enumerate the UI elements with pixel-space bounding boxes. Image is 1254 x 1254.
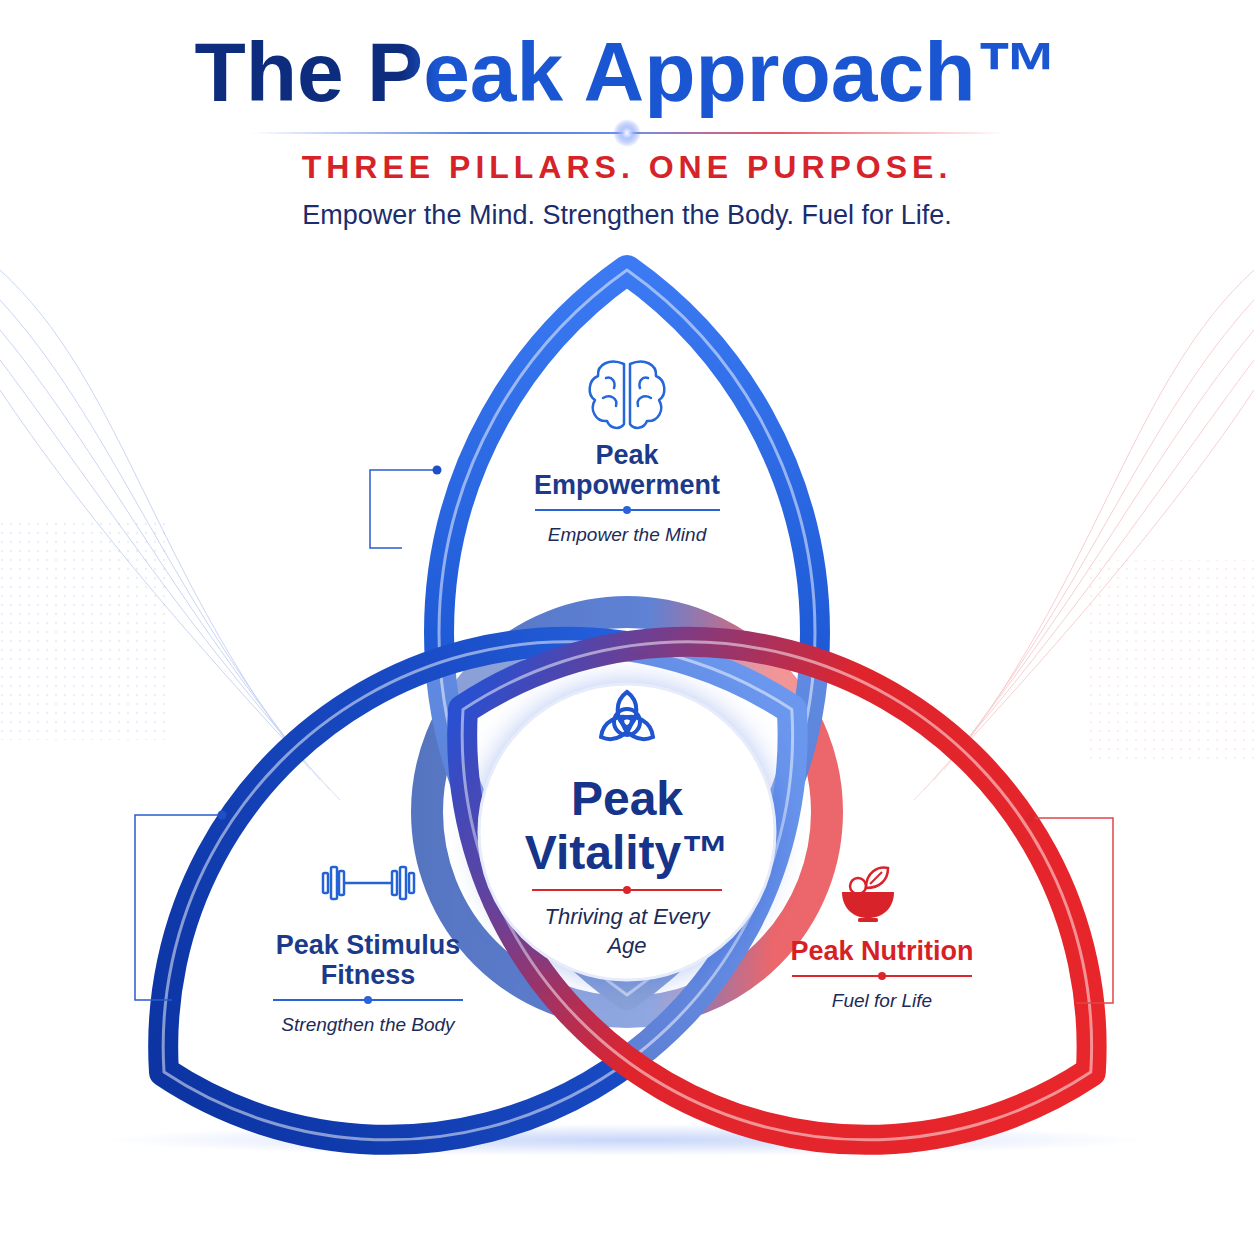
pillar-heading: Peak Vitality™ [487, 772, 767, 880]
title-rule-glow [613, 119, 641, 147]
divider-rule [535, 509, 720, 511]
leader-dot [433, 466, 442, 475]
divider-rule [792, 975, 972, 977]
divider-rule [532, 889, 722, 891]
bracket-leader [370, 470, 437, 548]
lobe-band [462, 642, 1091, 1140]
dot-texture [0, 520, 170, 740]
wave-lines [0, 270, 340, 800]
bracket-leader [1030, 818, 1113, 1003]
dot-texture [1090, 560, 1254, 760]
pillar-heading: Peak Empowerment [507, 440, 747, 500]
subtitle-banner: THREE PILLARS. ONE PURPOSE. [302, 150, 953, 185]
text-block: Peak Stimulus FitnessStrengthen the Body [243, 930, 493, 1038]
lobe-highlight [462, 642, 1091, 1140]
text-block: Peak NutritionFuel for Life [782, 936, 982, 1014]
text-block: Peak EmpowermentEmpower the Mind [507, 440, 747, 548]
brain-icon [590, 362, 665, 428]
text-block: Peak Vitality™ Thriving at Every Age [487, 772, 767, 961]
pillar-heading: Peak Nutrition [782, 936, 982, 966]
leader-dot [218, 811, 227, 820]
dumbbell-icon [323, 867, 414, 899]
pillar-subtitle: Fuel for Life [782, 988, 982, 1014]
divider-rule [273, 999, 463, 1001]
pillar-subtitle: Thriving at Every Age [542, 902, 712, 961]
triquetra-logo [596, 692, 657, 745]
leader-dot [1026, 814, 1035, 823]
page-title: The Peak Approach™ [194, 26, 1059, 118]
center-circle: Peak Vitality™ Thriving at Every Age [449, 654, 805, 1010]
pillar-subtitle: Empower the Mind [507, 522, 747, 548]
tagline: Empower the Mind. Strengthen the Body. F… [302, 201, 951, 231]
pillar-subtitle: Strengthen the Body [243, 1012, 493, 1038]
bracket-leader [135, 815, 222, 1000]
pillar-heading: Peak Stimulus Fitness [243, 930, 493, 990]
wave-lines [914, 270, 1254, 800]
bowl-icon [842, 868, 894, 922]
center-disc [479, 684, 775, 980]
